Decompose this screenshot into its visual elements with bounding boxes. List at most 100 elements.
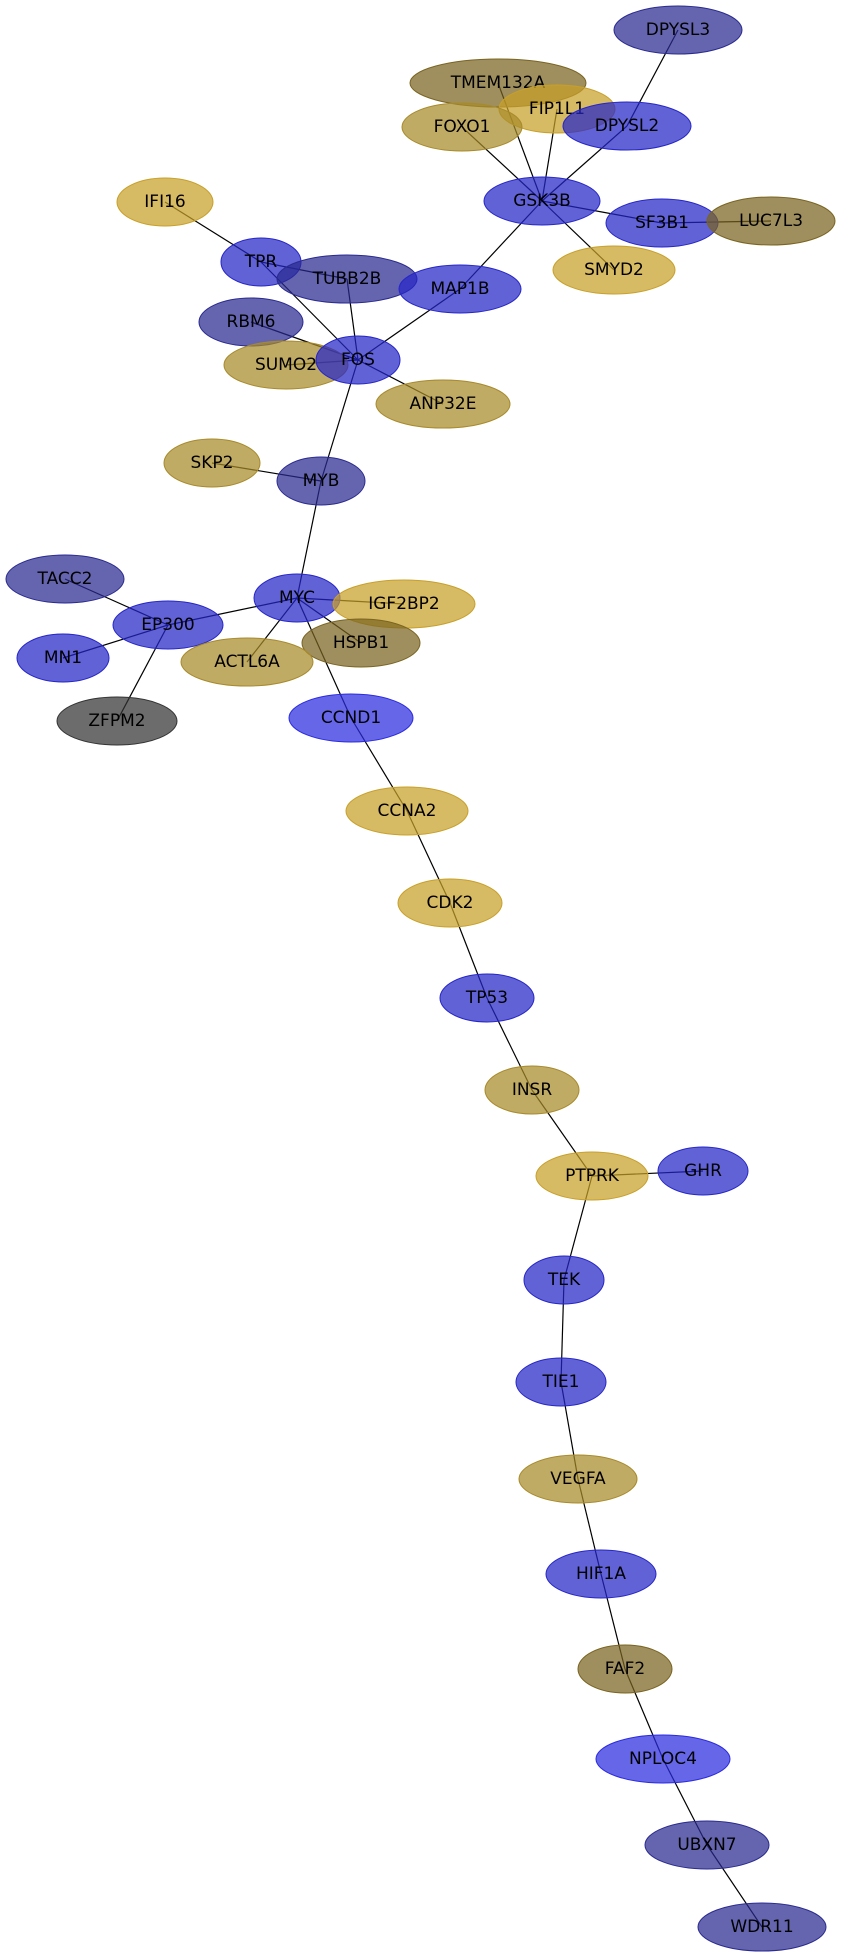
node-hif1a[interactable]: HIF1A: [545, 1549, 657, 1599]
node-label: SUMO2: [255, 355, 317, 375]
node-myb[interactable]: MYB: [276, 456, 366, 506]
node-shape: [595, 1734, 731, 1784]
node-label: GSK3B: [513, 191, 571, 211]
node-ccnd1[interactable]: CCND1: [288, 693, 414, 743]
node-label: ZFPM2: [88, 711, 145, 731]
node-shape: [398, 264, 522, 314]
node-fos[interactable]: FOS: [315, 335, 401, 385]
node-tp53[interactable]: TP53: [439, 973, 535, 1023]
node-ubxn7[interactable]: UBXN7: [644, 1820, 770, 1870]
node-shape: [345, 786, 469, 836]
node-label: TUBB2B: [312, 269, 382, 289]
node-skp2[interactable]: SKP2: [163, 438, 261, 488]
node-label: SMYD2: [584, 260, 644, 280]
node-tie1[interactable]: TIE1: [515, 1357, 607, 1407]
node-label: SF3B1: [635, 213, 689, 233]
node-shape: [116, 177, 214, 227]
node-rbm6[interactable]: RBM6: [198, 297, 304, 347]
node-shape: [523, 1255, 605, 1305]
node-label: HSPB1: [333, 633, 389, 653]
node-shape: [613, 5, 743, 55]
node-shape: [5, 554, 125, 604]
node-label: HIF1A: [576, 1564, 626, 1584]
node-label: TP53: [465, 988, 508, 1008]
node-ccna2[interactable]: CCNA2: [345, 786, 469, 836]
node-tek[interactable]: TEK: [523, 1255, 605, 1305]
node-shape: [577, 1644, 673, 1694]
node-label: PTPRK: [565, 1166, 620, 1186]
node-anp32e[interactable]: ANP32E: [375, 379, 511, 429]
node-label: DPYSL3: [646, 20, 710, 40]
node-luc7l3[interactable]: LUC7L3: [706, 196, 836, 246]
node-dpysl2[interactable]: DPYSL2: [562, 101, 692, 151]
node-label: MN1: [44, 648, 82, 668]
node-label: NPLOC4: [629, 1749, 697, 1769]
edge-layer: [62, 29, 772, 1928]
node-label: RBM6: [227, 312, 276, 332]
node-foxo1[interactable]: FOXO1: [401, 102, 523, 152]
node-shape: [483, 176, 601, 226]
node-tacc2[interactable]: TACC2: [5, 554, 125, 604]
node-label: FAF2: [605, 1659, 645, 1679]
node-sf3b1[interactable]: SF3B1: [605, 198, 719, 248]
node-ptprk[interactable]: PTPRK: [535, 1151, 649, 1201]
node-sumo2[interactable]: SUMO2: [223, 340, 349, 390]
node-label: ANP32E: [410, 394, 477, 414]
node-map1b[interactable]: MAP1B: [398, 264, 522, 314]
node-shape: [401, 102, 523, 152]
node-vegfa[interactable]: VEGFA: [518, 1454, 638, 1504]
node-shape: [301, 618, 421, 668]
node-wdr11[interactable]: WDR11: [697, 1902, 827, 1952]
node-label: TMEM132A: [450, 73, 546, 93]
node-label: WDR11: [730, 1917, 793, 1937]
node-hspb1[interactable]: HSPB1: [301, 618, 421, 668]
node-shape: [16, 633, 110, 683]
node-label: UBXN7: [677, 1835, 736, 1855]
node-shape: [397, 878, 503, 928]
node-shape: [562, 101, 692, 151]
node-label: FOXO1: [434, 117, 491, 137]
node-label: LUC7L3: [739, 211, 803, 231]
node-shape: [535, 1151, 649, 1201]
node-label: ACTL6A: [214, 652, 280, 672]
node-faf2[interactable]: FAF2: [577, 1644, 673, 1694]
node-label: IFI16: [144, 192, 185, 212]
node-label: TEK: [547, 1270, 581, 1290]
node-label: MYC: [279, 588, 315, 608]
node-label: MYB: [303, 471, 340, 491]
node-shape: [439, 973, 535, 1023]
node-ifi16[interactable]: IFI16: [116, 177, 214, 227]
node-dpysl3[interactable]: DPYSL3: [613, 5, 743, 55]
node-cdk2[interactable]: CDK2: [397, 878, 503, 928]
node-gsk3b[interactable]: GSK3B: [483, 176, 601, 226]
node-tubb2b[interactable]: TUBB2B: [276, 254, 418, 304]
node-ep300[interactable]: EP300: [112, 600, 224, 650]
node-nploc4[interactable]: NPLOC4: [595, 1734, 731, 1784]
node-shape: [163, 438, 261, 488]
node-label: INSR: [512, 1080, 553, 1100]
node-zfpm2[interactable]: ZFPM2: [56, 696, 178, 746]
node-ghr[interactable]: GHR: [657, 1146, 749, 1196]
node-shape: [276, 456, 366, 506]
node-label: CCND1: [321, 708, 381, 728]
node-actl6a[interactable]: ACTL6A: [180, 637, 314, 687]
node-shape: [518, 1454, 638, 1504]
node-myc[interactable]: MYC: [253, 573, 341, 623]
node-shape: [315, 335, 401, 385]
node-shape: [697, 1902, 827, 1952]
node-label: IGF2BP2: [368, 594, 440, 614]
node-igf2bp2[interactable]: IGF2BP2: [332, 579, 476, 629]
node-label: EP300: [141, 615, 194, 635]
node-label: TACC2: [37, 569, 93, 589]
node-smyd2[interactable]: SMYD2: [552, 245, 676, 295]
node-shape: [484, 1065, 580, 1115]
node-insr[interactable]: INSR: [484, 1065, 580, 1115]
node-label: CCNA2: [378, 801, 437, 821]
node-label: MAP1B: [430, 279, 489, 299]
node-label: SKP2: [190, 453, 233, 473]
node-shape: [644, 1820, 770, 1870]
node-label: GHR: [684, 1161, 722, 1181]
node-mn1[interactable]: MN1: [16, 633, 110, 683]
node-label: VEGFA: [550, 1469, 606, 1489]
